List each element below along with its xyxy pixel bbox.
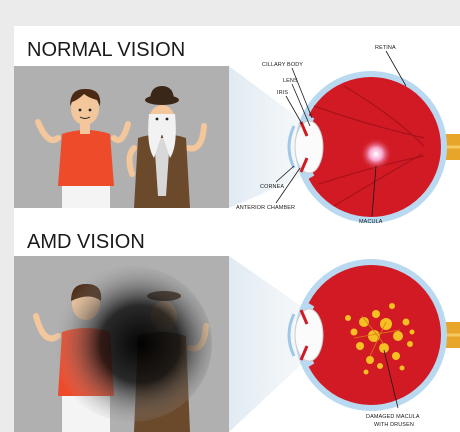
illustration-frame: NORMAL VISION bbox=[14, 26, 460, 432]
label-lens: LENS bbox=[283, 78, 298, 84]
label-retina: RETINA bbox=[375, 45, 396, 51]
amd-vision-diagram: NORMAL VISION bbox=[14, 26, 460, 432]
label-iris: IRIS bbox=[277, 90, 288, 96]
amd-vision-heading: AMD VISION bbox=[27, 231, 145, 253]
lens-shape bbox=[295, 121, 323, 173]
amd-eye bbox=[289, 259, 460, 411]
label-damaged-macula: DAMAGED MACULA bbox=[366, 414, 420, 420]
normal-vision-heading: NORMAL VISION bbox=[27, 39, 185, 61]
label-ciliary-body: CILLARY BODY bbox=[262, 62, 303, 68]
amd-vision-scene bbox=[14, 256, 229, 432]
central-vision-loss bbox=[52, 266, 212, 422]
normal-vision-scene bbox=[14, 66, 229, 208]
light-beam-amd bbox=[229, 256, 304, 432]
label-macula: MACULA bbox=[359, 219, 383, 225]
label-anterior-chamber: ANTERIOR CHAMBER bbox=[236, 205, 295, 211]
normal-eye bbox=[289, 71, 460, 223]
label-with-drusen: WITH DRUSEN bbox=[374, 422, 414, 428]
macula-spot bbox=[360, 138, 392, 170]
label-cornea: CORNEA bbox=[260, 184, 284, 190]
